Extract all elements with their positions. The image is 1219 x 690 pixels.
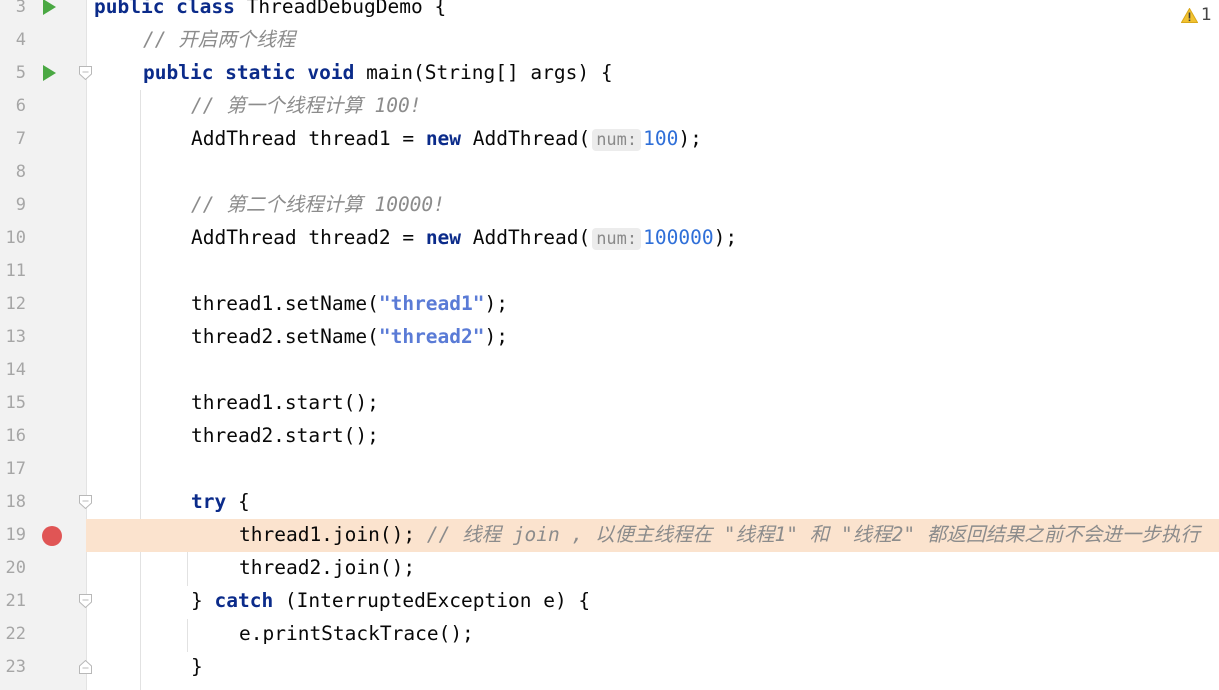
code-line[interactable]: 14 <box>0 354 1219 387</box>
code-line[interactable]: 11 <box>0 255 1219 288</box>
code-line[interactable]: 12 thread1.setName("thread1"); <box>0 288 1219 321</box>
code-line[interactable]: 18 try { <box>0 486 1219 519</box>
run-icon[interactable] <box>43 0 56 15</box>
warning-count: 1 <box>1201 5 1212 25</box>
code-line[interactable]: 6 // 第一个线程计算 100! <box>0 90 1219 123</box>
fold-collapse-icon[interactable] <box>79 66 92 80</box>
line-number: 22 <box>5 624 26 644</box>
line-number: 11 <box>5 261 26 281</box>
string-literal: "thread2" <box>378 325 485 348</box>
breakpoint-icon[interactable] <box>42 526 62 546</box>
inspection-warning-indicator[interactable]: 1 <box>1181 4 1212 26</box>
code-line[interactable]: 7 AddThread thread1 = new AddThread(num:… <box>0 123 1219 156</box>
comment-text: // 线程 join , 以便主线程在 "线程1" 和 "线程2" 都返回结果之… <box>426 523 1200 546</box>
string-literal: "thread1" <box>378 292 485 315</box>
comment-text: // 第一个线程计算 100! <box>191 94 422 117</box>
code-line[interactable]: 20 thread2.join(); <box>0 552 1219 585</box>
code-line[interactable]: 15 thread1.start(); <box>0 387 1219 420</box>
line-number: 21 <box>5 591 26 611</box>
code-text: public static void main(String[] args) { <box>143 61 613 84</box>
code-line-breakpoint[interactable]: 19 thread1.join(); // 线程 join , 以便主线程在 "… <box>0 519 1219 552</box>
line-number: 17 <box>5 459 26 479</box>
code-text: e.printStackTrace(); <box>239 622 474 645</box>
editor-gutter <box>0 0 87 690</box>
line-number: 8 <box>15 162 26 182</box>
code-text: thread1.join(); // 线程 join , 以便主线程在 "线程1… <box>239 523 1200 546</box>
code-line[interactable]: 10 AddThread thread2 = new AddThread(num… <box>0 222 1219 255</box>
code-text: AddThread thread1 = new AddThread(num:10… <box>191 127 702 151</box>
code-text: thread2.setName("thread2"); <box>191 325 508 348</box>
code-text: try { <box>191 490 250 513</box>
line-number: 16 <box>5 426 26 446</box>
code-line[interactable]: 17 <box>0 453 1219 486</box>
indent-guide <box>140 90 141 690</box>
code-text: } <box>191 655 203 678</box>
fold-collapse-icon[interactable] <box>79 594 92 608</box>
comment-text: // 开启两个线程 <box>143 28 296 51</box>
code-line[interactable]: 5 public static void main(String[] args)… <box>0 57 1219 90</box>
code-line[interactable]: 8 <box>0 156 1219 189</box>
code-text: thread2.join(); <box>239 556 416 579</box>
line-number: 4 <box>15 30 26 50</box>
code-line[interactable]: 13 thread2.setName("thread2"); <box>0 321 1219 354</box>
line-number: 20 <box>5 558 26 578</box>
comment-text: // 第二个线程计算 10000! <box>191 193 445 216</box>
code-line[interactable]: 4 // 开启两个线程 <box>0 24 1219 57</box>
code-line[interactable]: 21 } catch (InterruptedException e) { <box>0 585 1219 618</box>
indent-guide <box>187 619 188 652</box>
parameter-hint: num: <box>592 129 642 151</box>
code-line[interactable]: 3 public class ThreadDebugDemo { <box>0 0 1219 24</box>
code-line[interactable]: 22 e.printStackTrace(); <box>0 618 1219 651</box>
line-number: 15 <box>5 393 26 413</box>
code-line[interactable]: 9 // 第二个线程计算 10000! <box>0 189 1219 222</box>
line-number: 6 <box>15 96 26 116</box>
code-text: } catch (InterruptedException e) { <box>191 589 591 612</box>
code-line[interactable]: 16 thread2.start(); <box>0 420 1219 453</box>
fold-collapse-icon[interactable] <box>79 495 92 509</box>
code-line[interactable]: 23 } <box>0 651 1219 684</box>
line-number: 19 <box>5 525 26 545</box>
line-number: 10 <box>5 228 26 248</box>
line-number: 5 <box>15 63 26 83</box>
line-number: 14 <box>5 360 26 380</box>
indent-guide <box>187 520 188 586</box>
line-number: 18 <box>5 492 26 512</box>
line-number: 13 <box>5 327 26 347</box>
fold-end-icon[interactable] <box>79 660 92 674</box>
run-icon[interactable] <box>43 65 56 81</box>
line-number: 12 <box>5 294 26 314</box>
line-number: 3 <box>15 0 26 17</box>
number-literal: 100 <box>643 127 679 150</box>
code-text: public class ThreadDebugDemo { <box>94 0 447 18</box>
code-text: thread2.start(); <box>191 424 379 447</box>
code-text: thread1.start(); <box>191 391 379 414</box>
code-text: AddThread thread2 = new AddThread(num:10… <box>191 226 738 250</box>
line-number: 7 <box>15 129 26 149</box>
parameter-hint: num: <box>592 228 642 250</box>
line-number: 9 <box>15 195 26 215</box>
code-text: thread1.setName("thread1"); <box>191 292 508 315</box>
number-literal: 100000 <box>643 226 714 249</box>
warning-icon <box>1181 7 1198 23</box>
line-highlight <box>86 519 1219 552</box>
line-number: 23 <box>5 657 26 677</box>
